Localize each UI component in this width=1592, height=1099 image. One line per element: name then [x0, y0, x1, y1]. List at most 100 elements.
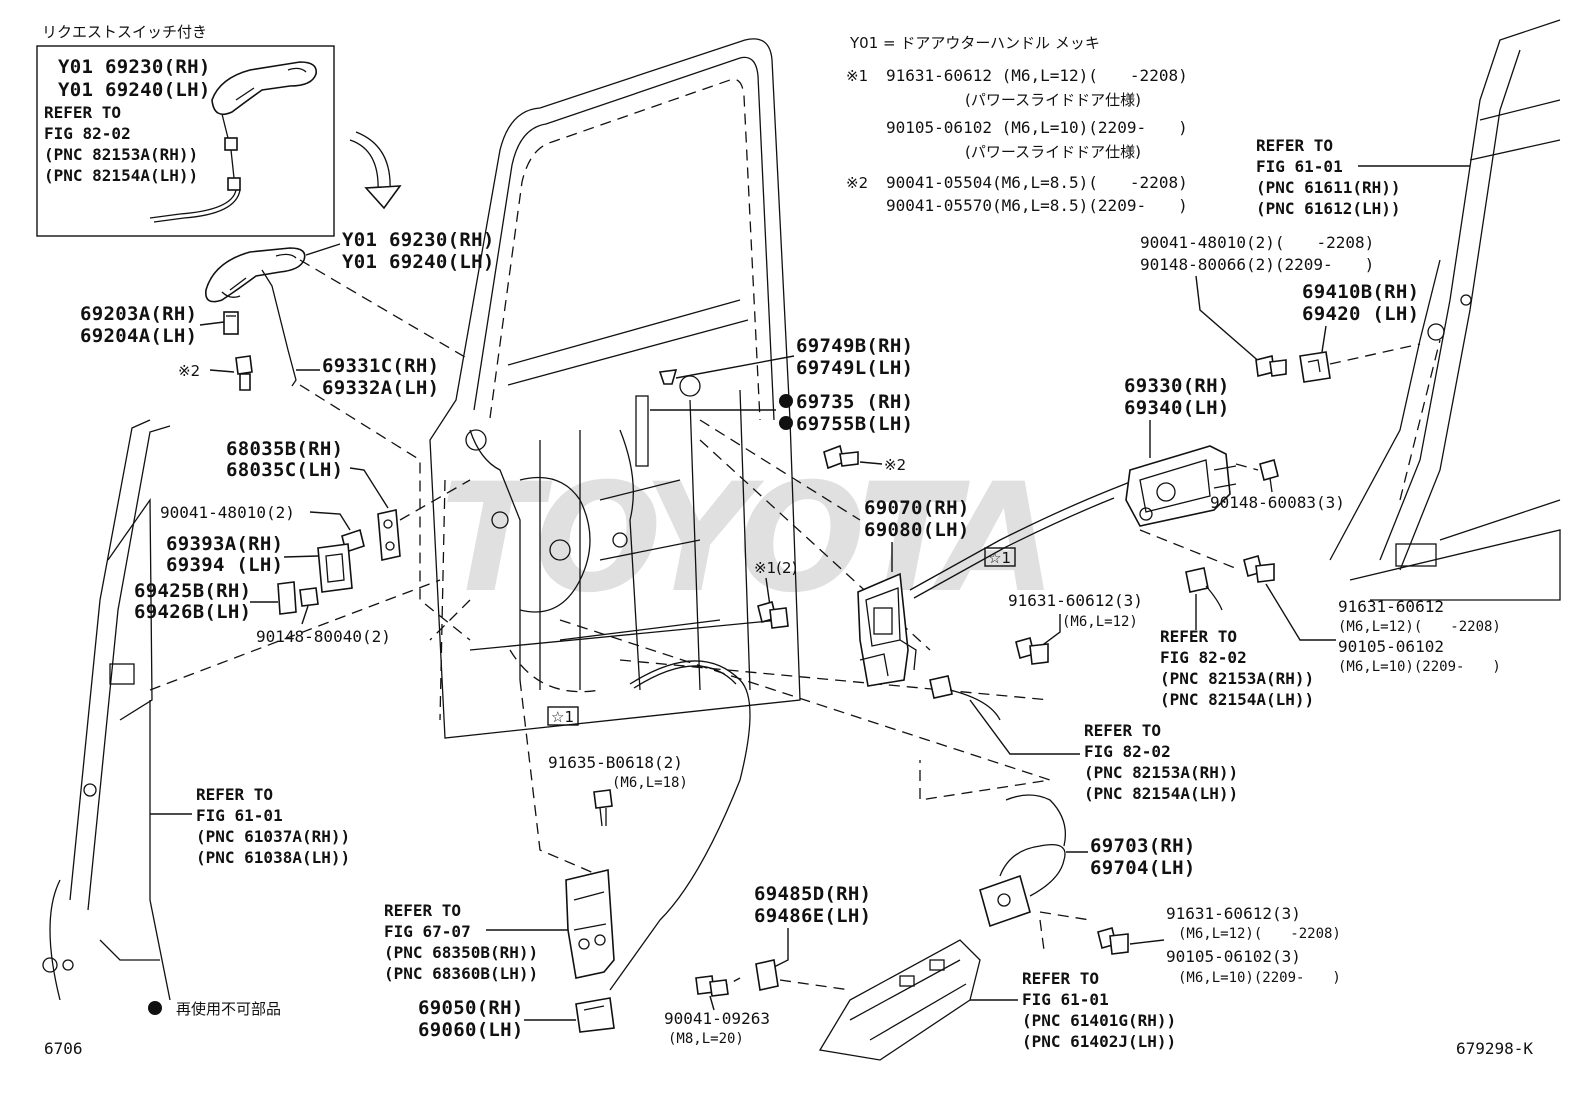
bracket-68035-part [377, 509, 401, 561]
label-69070: 69070(RH) [864, 497, 970, 519]
label-ref-67-07-3: (PNC 68350B(RH)) [384, 943, 538, 962]
bolt-91631-3a-icon [1015, 637, 1049, 665]
label-69485d: 69485D(RH) [754, 883, 871, 905]
label-ref-67-07-2: FIG 67-07 [384, 922, 471, 941]
note2-mark: ※2 [846, 174, 868, 192]
star1-box-1 [984, 547, 1016, 567]
connector-right-icon [1185, 567, 1223, 611]
bolt-90041-48010b-icon [1255, 355, 1287, 377]
label-ref-61-01b-3: (PNC 61611(RH)) [1256, 178, 1401, 197]
label-91631-3c-sub: (M6,L=12)( -2208) [1178, 926, 1341, 942]
outer-handle-part [205, 247, 306, 387]
hinge-bracket-part [565, 869, 615, 979]
label-69420: 69420 (LH) [1302, 303, 1419, 325]
label-star1-box-2: ☆1 [551, 708, 574, 726]
label-ref-82-02b-4: (PNC 82154A(LH)) [1160, 690, 1314, 709]
label-ref-82-02c-1: REFER TO [1084, 721, 1161, 740]
label-69393a: 69393A(RH) [166, 533, 283, 555]
striker-69485-part [755, 959, 779, 991]
label-ref-82-02c-4: (PNC 82154A(LH)) [1084, 784, 1238, 803]
label-90105-3c-sub: (M6,L=10)(2209- ) [1178, 970, 1341, 986]
page-code: 6706 [44, 1039, 83, 1058]
door-lock-69070-part [857, 572, 917, 687]
label-91631-3a: 91631-60612(3) [1008, 591, 1143, 610]
label-69204a: 69204A(LH) [80, 325, 197, 347]
rocker-panel-body [818, 939, 981, 1061]
label-91631-3c: 91631-60612(3) [1166, 904, 1301, 923]
label-ref-61-01c-3: (PNC 61401G(RH)) [1022, 1011, 1176, 1030]
label-ref-61-01a-2: FIG 61-01 [196, 806, 283, 825]
label-69080: 69080(LH) [864, 519, 970, 541]
label-69749l: 69749L(LH) [796, 357, 913, 379]
label-90105-b-sub: (M6,L=10)(2209- ) [1338, 659, 1501, 675]
bolt-star2-b-icon [823, 444, 859, 470]
label-69704: 69704(LH) [1090, 857, 1196, 879]
label-90148-80066: 90148-80066(2)(2209- ) [1140, 255, 1374, 274]
label-69203a: 69203A(RH) [80, 303, 197, 325]
inset-fig: FIG 82-02 [44, 124, 131, 143]
label-90148-80040: 90148-80040(2) [256, 627, 391, 646]
label-90041-09263: 90041-09263 [664, 1009, 770, 1028]
sliding-door-frame [429, 38, 801, 739]
bolt-91631-3c-icon [1097, 927, 1129, 955]
label-star1-2: ※1(2) [754, 559, 797, 577]
label-ref-82-02b-1: REFER TO [1160, 627, 1237, 646]
bolt-star1-2-icon [757, 601, 789, 629]
label-91631-3a-sub: (M6,L=12) [1062, 614, 1138, 630]
note2-line1: 90041-05504(M6,L=8.5)( -2208) [886, 173, 1188, 192]
note1-line3: 90105-06102 (M6,L=10)(2209- ) [886, 118, 1188, 137]
label-ref-67-07-4: (PNC 68360B(LH)) [384, 964, 538, 983]
label-69426b: 69426B(LH) [134, 601, 251, 623]
label-handle-lh: Y01 69240(LH) [342, 251, 495, 273]
star1-box-2 [547, 706, 579, 726]
label-ref-61-01b-1: REFER TO [1256, 136, 1333, 155]
inset-label-lh: Y01 69240(LH) [58, 79, 211, 101]
label-68035c: 68035C(LH) [226, 459, 343, 481]
gasket-69203-part [223, 311, 239, 335]
clip-69749-icon [658, 369, 678, 385]
note2-line2: 90041-05570(M6,L=8.5)(2209- ) [886, 196, 1188, 215]
label-ref-61-01a-4: (PNC 61038A(LH)) [196, 848, 350, 867]
watermark-logo: TOYOTA [440, 452, 1048, 626]
fig-code: 679298-K [1456, 1039, 1533, 1058]
non-reusable-dot-69755b [779, 416, 793, 430]
label-ref-61-01c-1: REFER TO [1022, 969, 1099, 988]
rear-lower-lock-69703-part [979, 794, 1067, 928]
note1-mark: ※1 [846, 67, 868, 85]
note1-line2: (パワースライドドア仕様) [965, 91, 1141, 109]
label-ref-61-01b-4: (PNC 61612(LH)) [1256, 199, 1401, 218]
label-69703: 69703(RH) [1090, 835, 1196, 857]
label-68035b: 68035B(RH) [226, 438, 343, 460]
request-switch-caption: リクエストスイッチ付き [42, 23, 207, 41]
label-69050: 69050(RH) [418, 997, 524, 1019]
stopper-69425-part [277, 581, 319, 615]
label-90105-3c: 90105-06102(3) [1166, 947, 1301, 966]
left-pillar-body [42, 419, 171, 1001]
label-star1-box-1: ☆1 [988, 549, 1011, 567]
label-69425b: 69425B(RH) [134, 580, 251, 602]
label-69331c: 69331C(RH) [322, 355, 439, 377]
label-ref-67-07-1: REFER TO [384, 901, 461, 920]
label-90041-48010: 90041-48010(2) [160, 503, 295, 522]
label-69735: 69735 (RH) [796, 391, 913, 413]
label-ref-82-02c-2: FIG 82-02 [1084, 742, 1171, 761]
note1-line1: 91631-60612 (M6,L=12)( -2208) [886, 66, 1188, 85]
label-ref-82-02b-3: (PNC 82153A(RH)) [1160, 669, 1314, 688]
inset-refer: REFER TO [44, 103, 121, 122]
label-91635: 91635-B0618(2) [548, 753, 683, 772]
note1-line4: (パワースライドドア仕様) [965, 143, 1141, 161]
legend-dot [148, 1001, 162, 1015]
label-ref-82-02c-3: (PNC 82153A(RH)) [1084, 763, 1238, 782]
label-ref-61-01a-3: (PNC 61037A(RH)) [196, 827, 350, 846]
label-91631-b-sub: (M6,L=12)( -2208) [1338, 619, 1501, 635]
inset-door-handle-icon [149, 61, 317, 223]
connector-lock-icon [929, 675, 1001, 721]
label-ref-82-02b-2: FIG 82-02 [1160, 648, 1247, 667]
label-90041-48010b: 90041-48010(2)( -2208) [1140, 233, 1374, 252]
legend-text: 再使用不可部品 [176, 1000, 281, 1018]
bolt-91631-b-icon [1243, 555, 1275, 583]
label-69410b: 69410B(RH) [1302, 281, 1419, 303]
label-91631-b: 91631-60612 [1338, 597, 1444, 616]
inset-pnc-lh: (PNC 82154A(LH)) [44, 166, 198, 185]
